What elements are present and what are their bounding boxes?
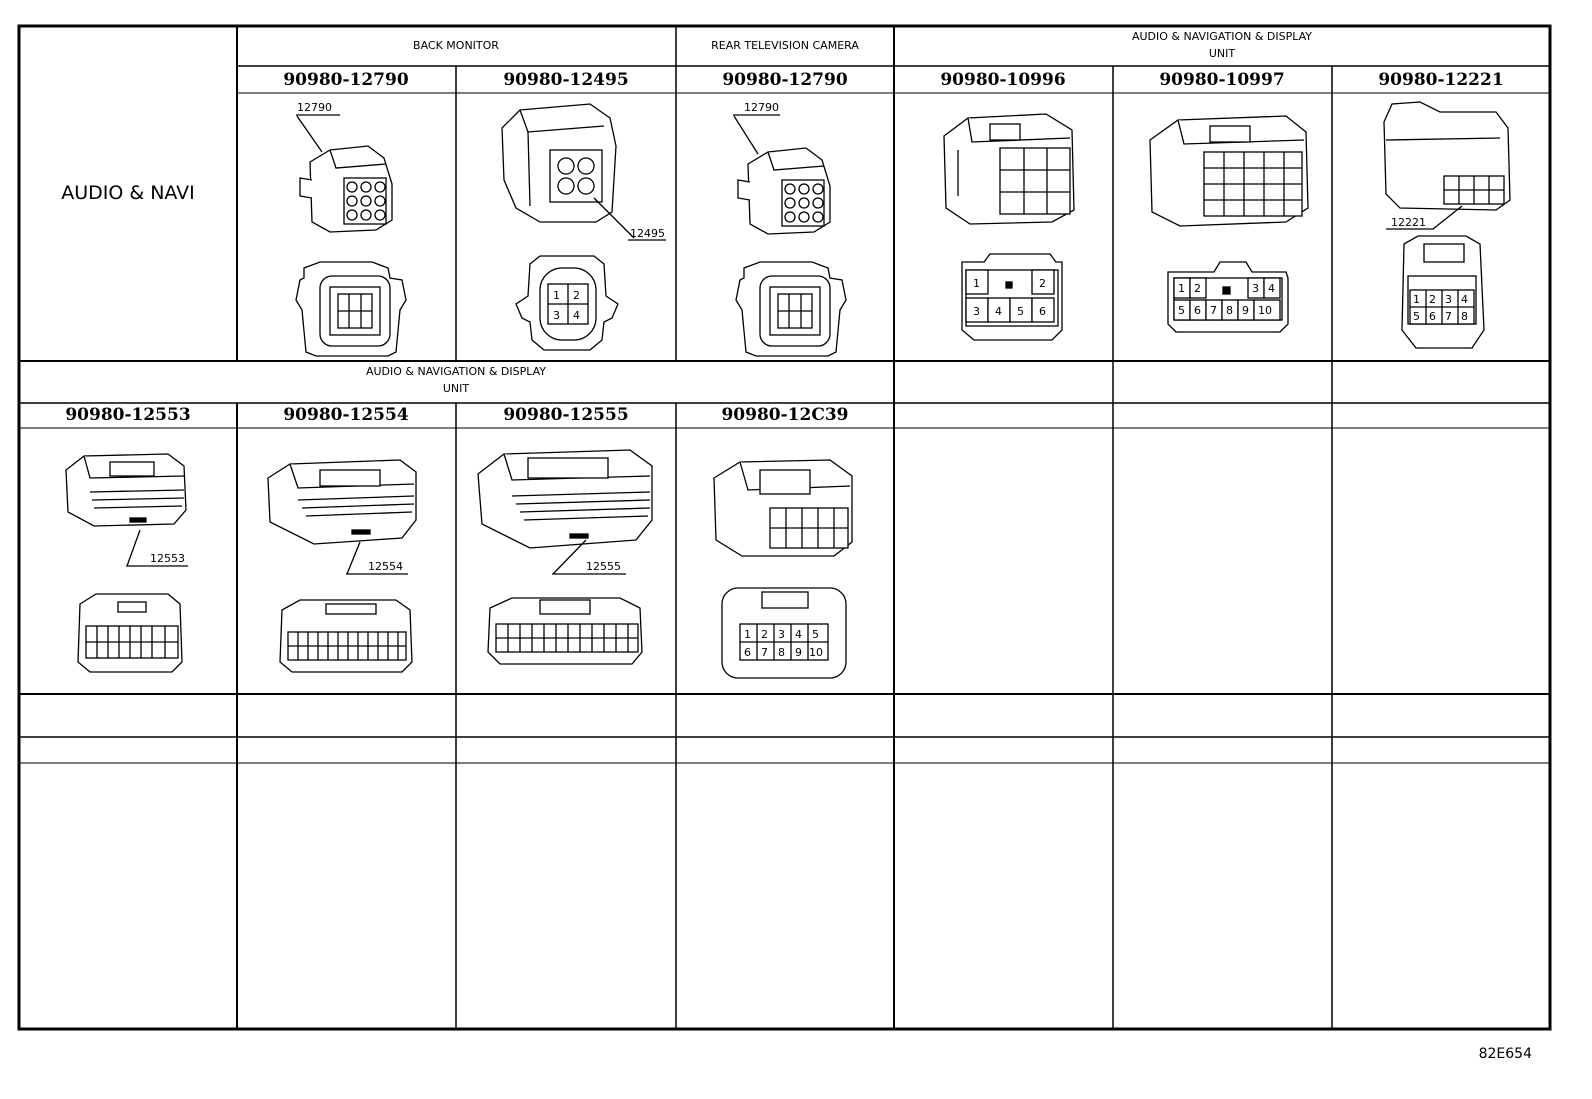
pin-label: 7	[761, 646, 768, 659]
callout-label: 12790	[744, 101, 779, 114]
pin-label: 8	[1226, 304, 1233, 317]
group-audio-nav-top-line1: AUDIO & NAVIGATION & DISPLAY	[1132, 30, 1312, 43]
pin-label: 6	[1194, 304, 1201, 317]
part-number: 90980-10996	[940, 70, 1065, 90]
part-number: 90980-12554	[283, 405, 409, 425]
pin-label: 4	[573, 309, 580, 322]
callout-label: 12555	[586, 560, 621, 573]
pin-label: 5	[1178, 304, 1185, 317]
row-label: AUDIO & NAVI	[61, 182, 195, 204]
pin-label: 2	[573, 289, 580, 302]
pin-label: 6	[744, 646, 751, 659]
pin-label: 3	[1252, 282, 1259, 295]
part-number: 90980-12555	[503, 405, 628, 425]
pin-label: 2	[1194, 282, 1201, 295]
pin-label: 3	[973, 305, 980, 318]
pin-label: 7	[1445, 310, 1452, 323]
pin-label: 9	[795, 646, 802, 659]
pin-label: 3	[1445, 293, 1452, 306]
pin-label: 1	[973, 277, 980, 290]
group-audio-nav-mid-line1: AUDIO & NAVIGATION & DISPLAY	[366, 365, 546, 378]
connector-10997: 1 2 3 4 5 6 7 8 9 10	[1149, 115, 1309, 333]
connector-12555: 12555	[477, 449, 653, 665]
callout-label: 12221	[1391, 216, 1426, 229]
group-audio-nav-top-line2: UNIT	[1209, 47, 1236, 60]
header-labels: AUDIO & NAVI BACK MONITOR REAR TELEVISIO…	[61, 30, 1503, 425]
callout-label: 12790	[297, 101, 332, 114]
pin-label: 5	[1413, 310, 1420, 323]
pin-label: 5	[812, 628, 819, 641]
pin-label: 1	[1178, 282, 1185, 295]
pin-label: 6	[1039, 305, 1046, 318]
callout-label: 12495	[630, 227, 665, 240]
part-number: 90980-10997	[1159, 70, 1284, 90]
connector-12553: 12553	[65, 453, 188, 673]
group-back-monitor: BACK MONITOR	[413, 39, 499, 52]
group-audio-nav-mid-line2: UNIT	[443, 382, 470, 395]
part-number: 90980-12790	[283, 70, 409, 90]
pin-label: 1	[1413, 293, 1420, 306]
part-number: 90980-12221	[1378, 70, 1503, 90]
pin-label: 3	[553, 309, 560, 322]
part-number: 90980-12553	[65, 405, 190, 425]
pin-label: 8	[778, 646, 785, 659]
pin-label: 3	[778, 628, 785, 641]
connector-12790-rear-camera: 12790	[733, 101, 847, 357]
pin-label: 1	[553, 289, 560, 302]
connector-12495: 12495 1 2 3 4	[501, 103, 666, 351]
table-grid	[17, 24, 1552, 1031]
connector-10996: 1 2 3 4 5 6	[943, 113, 1075, 341]
pin-label: 2	[1039, 277, 1046, 290]
pin-label: 4	[995, 305, 1002, 318]
pin-label: 7	[1210, 304, 1217, 317]
pin-label: 9	[1242, 304, 1249, 317]
figure-code: 82E654	[1479, 1046, 1532, 1062]
pin-label: 4	[795, 628, 802, 641]
part-number: 90980-12C39	[721, 405, 848, 425]
part-number: 90980-12790	[722, 70, 848, 90]
callout-label: 12554	[368, 560, 403, 573]
pin-label: 8	[1461, 310, 1468, 323]
pin-label: 4	[1461, 293, 1468, 306]
pin-label: 1	[744, 628, 751, 641]
connector-12221: 12221 1 2 3 4 5 6 7 8	[1383, 101, 1511, 349]
pin-label: 10	[809, 646, 823, 659]
callout-label: 12553	[150, 552, 185, 565]
pin-label: 6	[1429, 310, 1436, 323]
connector-12790-back-monitor: 12790	[295, 101, 407, 357]
connector-12554: 12554	[267, 459, 417, 673]
pin-label: 2	[1429, 293, 1436, 306]
connector-12C39: 1 2 3 4 5 6 7 8 9 10	[713, 459, 853, 679]
pin-label: 4	[1268, 282, 1275, 295]
pin-label: 10	[1258, 304, 1272, 317]
part-number: 90980-12495	[503, 70, 628, 90]
pin-label: 5	[1017, 305, 1024, 318]
group-rear-camera: REAR TELEVISION CAMERA	[711, 39, 859, 52]
pin-label: 2	[761, 628, 768, 641]
